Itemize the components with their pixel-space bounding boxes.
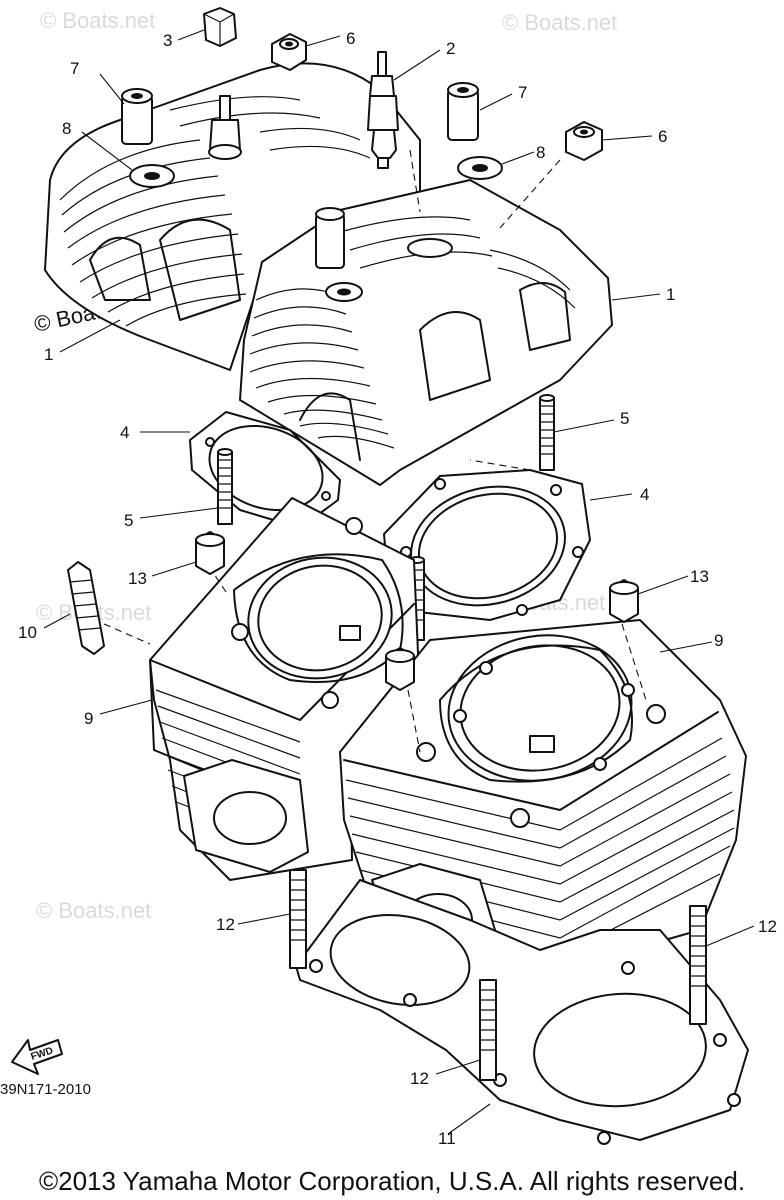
copyright-notice: ©2013 Yamaha Motor Corporation, U.S.A. A… [38,1166,746,1196]
spark-plug-rear [208,95,242,160]
callout-4b: 4 [640,485,649,504]
head-nut-6a [271,33,307,71]
callout-13b: 13 [690,567,709,586]
base-gasket-11 [295,879,749,1145]
callout-5a: 5 [124,511,133,530]
head-nut-6b [565,121,603,161]
washer-8b [457,156,503,180]
stud-12a [289,869,307,969]
spacer-7b [447,82,479,141]
callout-12c: 12 [758,917,777,936]
nut-13a [195,531,225,575]
callout-10: 10 [18,623,37,642]
watermark-2: © Boats.net [502,10,617,35]
callout-7a: 7 [70,59,79,78]
callout-6b: 6 [658,127,667,146]
callout-2: 2 [446,39,455,58]
spacer-7a [121,88,153,145]
callout-3: 3 [163,31,172,50]
callout-11: 11 [438,1129,456,1148]
dowel-10 [67,561,105,655]
callout-1a: 1 [44,345,53,364]
cylinder-front [339,619,747,977]
callout-1b: 1 [666,285,675,304]
callout-12b: 12 [410,1069,429,1088]
callout-5b: 5 [620,409,629,428]
cylinder-head-front [239,179,613,486]
callouts: 3 6 2 7 7 8 8 6 1 1 4 5 5 4 13 13 10 9 9… [18,29,777,1148]
nut-13c [385,647,415,691]
watermark-1: © Boats.net [40,8,155,33]
callout-13a: 13 [128,569,147,588]
spark-plug-2 [367,51,399,169]
callout-9a: 9 [84,709,93,728]
callout-8a: 8 [62,119,71,138]
diagram-code: 39N171-2010 [0,1081,91,1098]
spark-plug-cap-3 [203,7,237,47]
callout-7b: 7 [518,83,527,102]
cylinder-rear [149,497,421,881]
watermark-6: © Boats.net [36,898,151,923]
callout-9b: 9 [714,631,723,650]
stud-5b [539,394,555,471]
leader-lines [43,29,755,1135]
stud-12b [479,979,497,1081]
callout-6a: 6 [346,29,355,48]
callout-8b: 8 [536,143,545,162]
callout-12a: 12 [216,915,235,934]
washer-8a [129,164,175,188]
stud-5a [217,448,233,525]
stud-12c [689,905,707,1025]
nut-13b [609,579,639,623]
fwd-arrow-icon: FWD [11,1039,63,1075]
callout-4a: 4 [120,423,129,442]
